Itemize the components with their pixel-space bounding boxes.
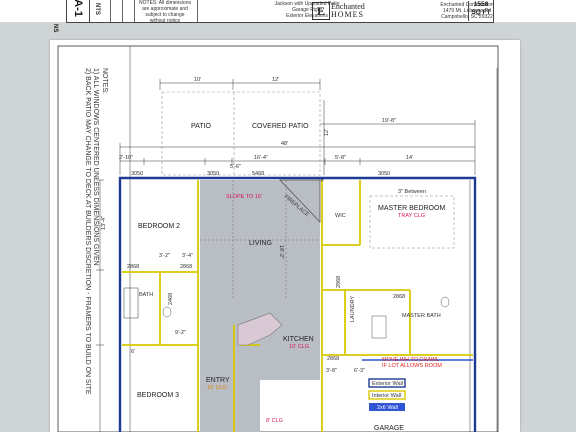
dim-12: 12'	[272, 77, 279, 83]
dim-5-6: 5'-6"	[230, 164, 241, 170]
plan-description: Jackson with Upgraded Patio Garage Right…	[274, 1, 340, 19]
door-2868-a: 2868	[127, 264, 139, 270]
door-2868-d: 2868	[393, 294, 405, 300]
move-wh-note-2: IF LOT ALLOWS ROOM	[382, 363, 442, 369]
room-covered-patio: COVERED PATIO	[252, 123, 309, 130]
tray-ceiling	[369, 195, 455, 249]
drawing-border	[57, 45, 499, 432]
legend-swatch-interior	[368, 390, 406, 400]
dim-16-4: 16'-4"	[254, 155, 268, 161]
room-entry: ENTRY	[206, 377, 230, 384]
door-2868-b: 2868	[180, 264, 192, 270]
room-master-bath: MASTER BATH	[402, 313, 441, 319]
kitchen-entry-highlight	[200, 300, 320, 432]
divider	[197, 0, 198, 22]
room-bedroom-3: BEDROOM 3	[137, 392, 179, 399]
window-3050-b: 3050	[207, 171, 219, 177]
door-2868-e: 2868	[336, 276, 342, 288]
entry-clg-note: 10' CLG	[207, 385, 227, 391]
legend-swatch-2x6	[369, 403, 405, 411]
disclaimer-notes: NOTES: All dimensions are approximate an…	[139, 0, 191, 24]
dim-48: 48'	[281, 141, 288, 147]
revision-cell-1	[111, 0, 123, 22]
interior-walls	[122, 180, 473, 432]
window-3050-c: 3050	[378, 171, 390, 177]
logo-name: Enchanted HOMES	[331, 2, 365, 19]
dim-10: 10'	[194, 77, 201, 83]
master-sink-icon	[440, 296, 450, 308]
dim-3-2: 3'-2"	[159, 253, 170, 259]
door-5468: 5468	[252, 171, 264, 177]
slope-note: SLOPE TO 16'	[226, 194, 262, 200]
legend-exterior: Exterior Wall	[372, 381, 403, 387]
kitchen-island	[237, 312, 283, 346]
logo-icon: E	[312, 2, 330, 20]
builder-address: Enchanted Construction 1479 Mt. Lebanon …	[440, 2, 494, 20]
dimension-lines	[96, 79, 476, 432]
wall-legend: Exterior Wall Interior Wall 2x6 Wall	[368, 378, 406, 411]
move-wh-note-1: MOVE WH TO CRAWL	[382, 357, 439, 363]
dim-5-8: 5'-8"	[335, 155, 346, 161]
room-kitchen: KITCHEN	[283, 336, 314, 343]
dim-6-3: 6'-3"	[354, 368, 365, 374]
fireplace	[279, 179, 321, 223]
shower-icon	[371, 315, 387, 339]
patio-outline	[161, 91, 321, 176]
clg-8-note: 8' CLG	[266, 418, 283, 424]
room-bath: BATH	[139, 292, 153, 298]
dim-14: 14'	[406, 155, 413, 161]
scale-cell: NTS	[89, 0, 111, 22]
dim-12-vertical: 12'	[324, 129, 330, 136]
room-patio: PATIO	[191, 123, 212, 130]
room-bedroom-2: BEDROOM 2	[138, 223, 180, 230]
room-master-bedroom: MASTER BEDROOM	[378, 205, 445, 212]
window-3050-a: 3050	[131, 171, 143, 177]
tub-icon	[123, 287, 139, 319]
door-2468: 2468	[168, 293, 174, 305]
legend-interior: Interior Wall	[372, 393, 401, 399]
dim-18-2: 18'-2"	[278, 245, 284, 259]
legend-swatch-exterior	[368, 378, 406, 388]
between-note: 3" Between	[398, 189, 426, 195]
dim-9-2: 9'-2"	[175, 330, 186, 336]
room-living: LIVING	[249, 240, 272, 247]
room-laundry: LAUNDRY	[350, 295, 356, 322]
room-wic: WIC	[335, 213, 346, 219]
revision-cell-2	[123, 0, 135, 22]
dim-19-8: 19'-8"	[382, 118, 396, 124]
dim-3-8: 3'-8"	[326, 368, 337, 374]
kitchen-clg-note: 10' CLG	[289, 344, 309, 350]
room-garage: GARAGE	[374, 425, 404, 432]
dim-3-4: 3'-4"	[182, 253, 193, 259]
dim-6: 6'	[131, 349, 135, 355]
tray-clg-note: TRAY CLG	[398, 213, 425, 219]
sink-icon	[162, 306, 172, 318]
sheet-number: A-1	[67, 0, 90, 22]
door-2868-c: 2868	[327, 356, 339, 362]
square-footage: 1558 SQ FT	[468, 1, 493, 21]
dim-2-10: 2'-10"	[119, 155, 133, 161]
legend-2x6: 2x6 Wall	[377, 405, 398, 411]
dim-13-4: 13'-4"	[101, 216, 107, 230]
title-block: A-1 NTS NOTES: All dimensions are approx…	[66, 0, 494, 24]
